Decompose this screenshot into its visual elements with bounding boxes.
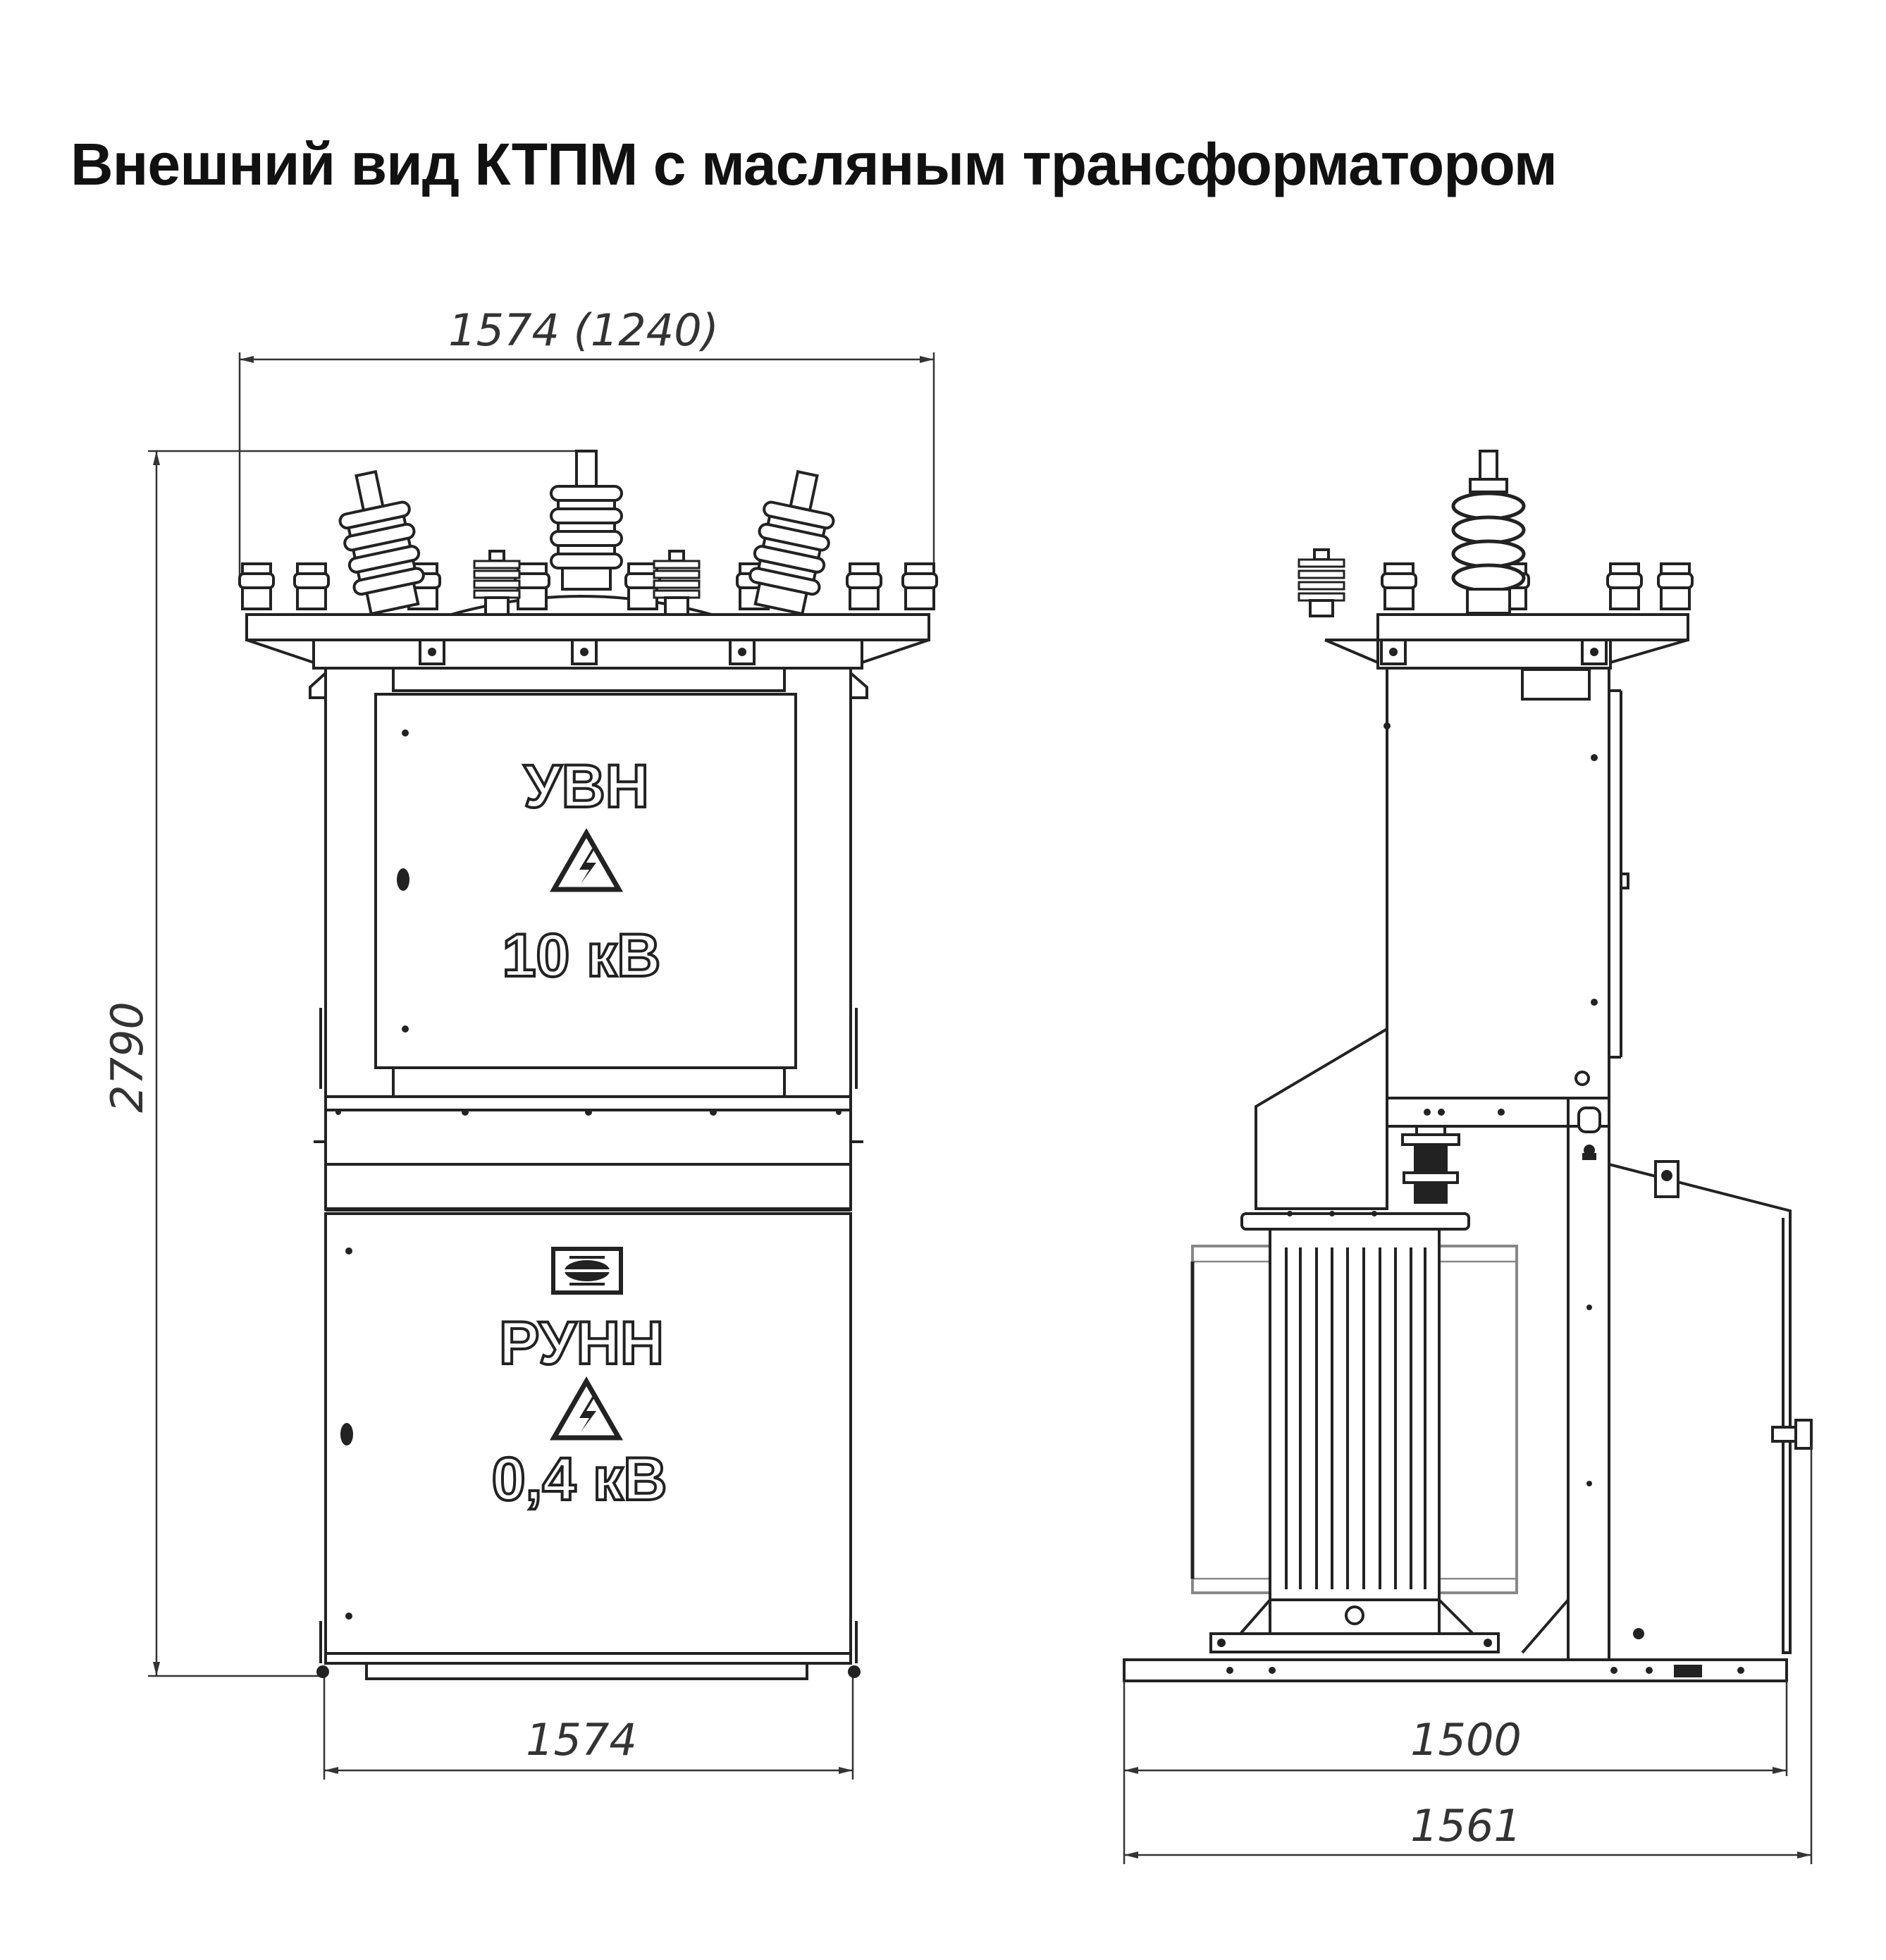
transformer-tank bbox=[1269, 1228, 1441, 1601]
height-dimension: 2790 bbox=[101, 1001, 153, 1113]
upper-panel-name: УВН bbox=[524, 753, 649, 820]
roof-platform bbox=[245, 613, 930, 641]
side-upper-cabinet bbox=[1386, 667, 1610, 1099]
side-roof-platform bbox=[1376, 613, 1689, 641]
top-width-dimension: 1574 (1240) bbox=[448, 304, 719, 356]
page-title: Внешний вид КТПМ с масляным трансформато… bbox=[70, 131, 1558, 197]
middle-band bbox=[324, 1095, 852, 1166]
side-outer-width-dimension: 1561 bbox=[1410, 1800, 1522, 1851]
side-inner-width-dimension: 1500 bbox=[1410, 1714, 1522, 1765]
lower-panel-name: РУНН bbox=[499, 1309, 664, 1377]
bottom-width-dimension: 1574 bbox=[526, 1714, 637, 1765]
side-view: 1500 1561 bbox=[1123, 450, 1813, 1864]
lower-panel-voltage: 0,4 кВ bbox=[492, 1446, 667, 1513]
front-view: 1574 (1240) 2790 1574 bbox=[101, 304, 938, 1780]
manufacturer-logo-icon bbox=[551, 1247, 623, 1295]
upper-panel-voltage: 10 кВ bbox=[503, 922, 661, 990]
